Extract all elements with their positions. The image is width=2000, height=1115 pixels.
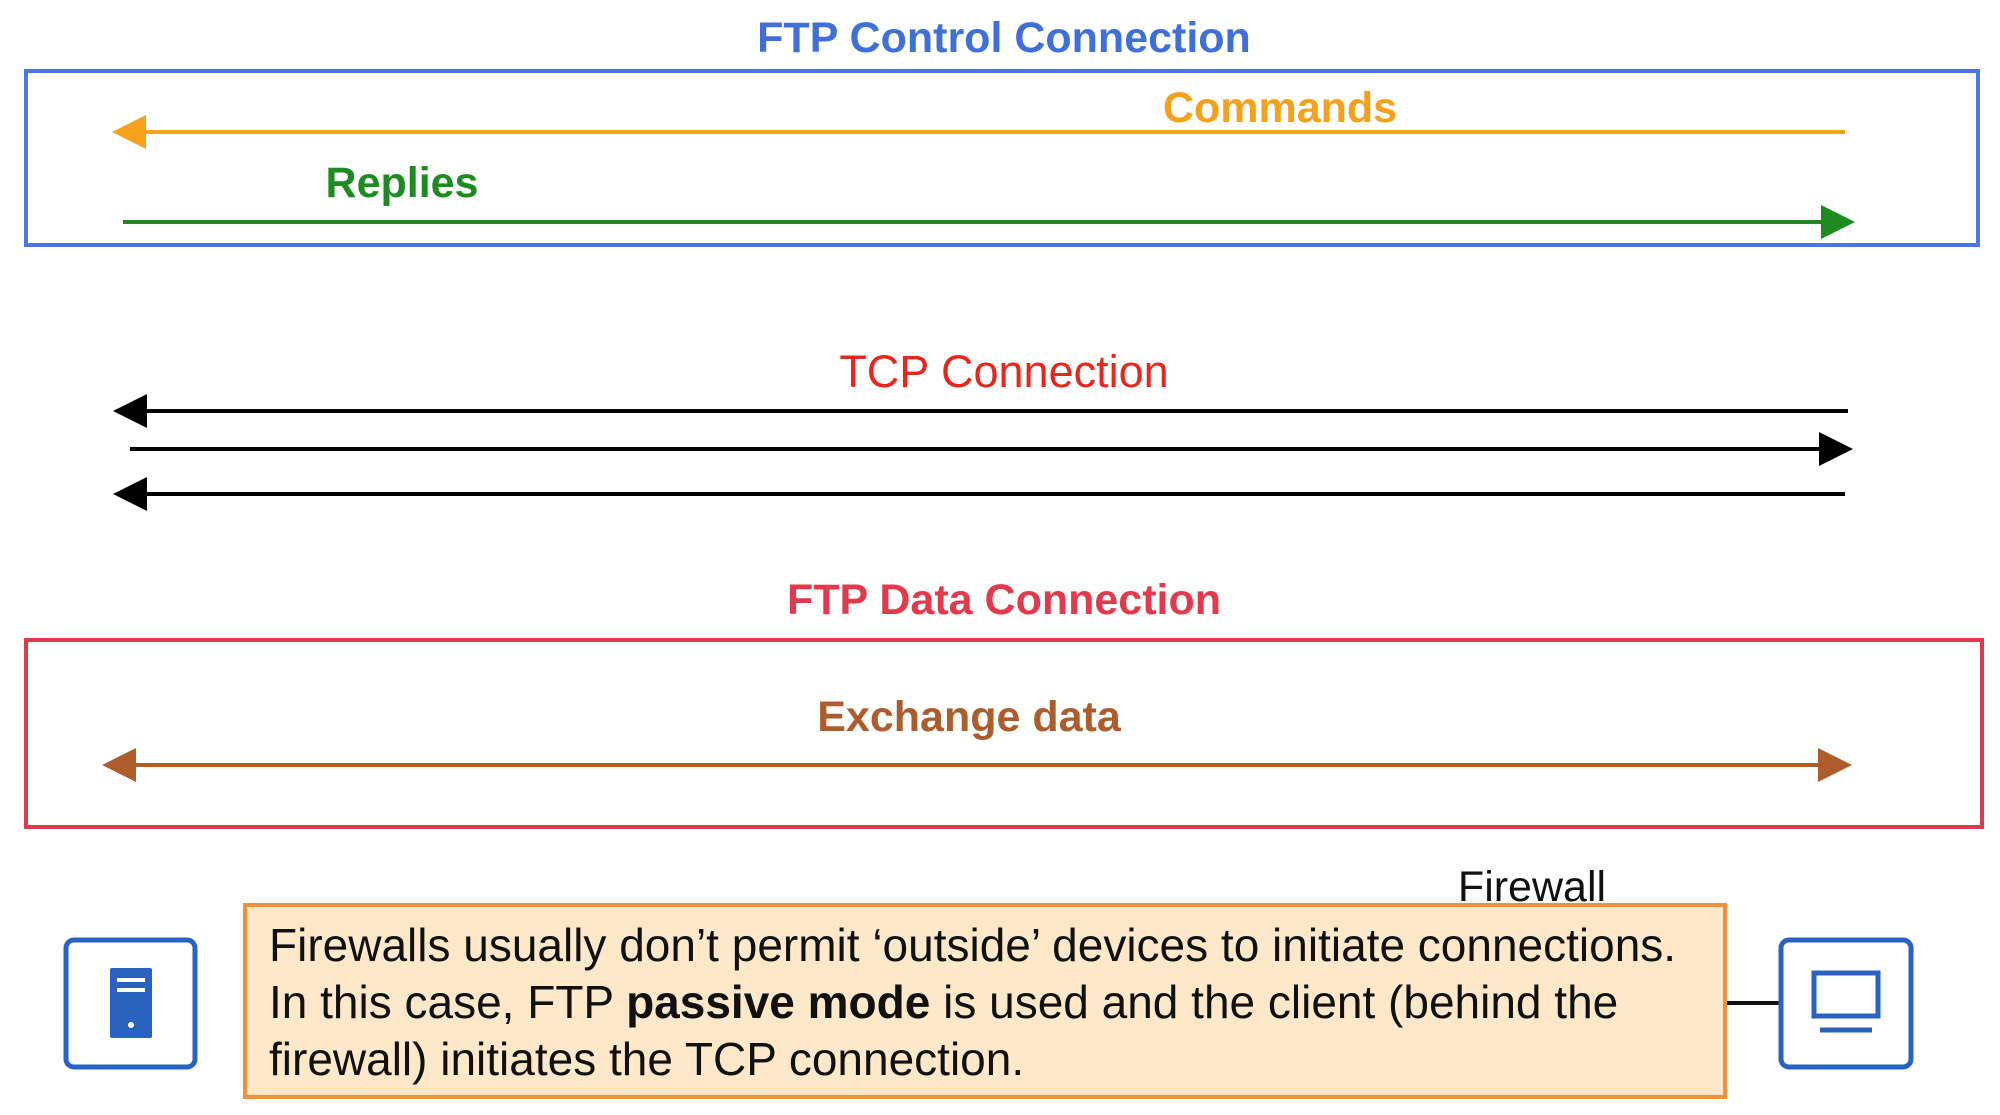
tcp-ack-arrowhead xyxy=(113,477,147,511)
tcp-connection-title: TCP Connection xyxy=(839,346,1168,397)
exchange-arrowhead-right xyxy=(1818,748,1852,782)
commands-label: Commands xyxy=(1163,84,1397,132)
control-connection-box xyxy=(24,69,1980,247)
server-icon xyxy=(110,968,152,1038)
pc-device xyxy=(1778,937,1914,1070)
replies-arrowhead xyxy=(1821,205,1855,239)
note-text-start: Firewalls usually don’t permit ‘outside’… xyxy=(269,919,1677,1028)
note-text-end: is used and the client (behind the firew… xyxy=(269,976,1619,1085)
data-connection-title: FTP Data Connection xyxy=(787,576,1221,624)
pc-icon xyxy=(1811,970,1881,1033)
tcp-syn-arrowhead xyxy=(113,394,147,428)
commands-arrowhead xyxy=(112,115,146,149)
pc-frame xyxy=(1778,937,1914,1070)
server-device xyxy=(63,937,198,1070)
tcp-synack-arrowhead xyxy=(1819,432,1853,466)
replies-label: Replies xyxy=(326,159,479,207)
passive-mode-note: Firewalls usually don’t permit ‘outside’… xyxy=(243,903,1727,1099)
control-connection-title: FTP Control Connection xyxy=(757,14,1251,62)
note-bold-term: passive mode xyxy=(626,976,931,1028)
exchange-data-label: Exchange data xyxy=(817,693,1122,741)
exchange-arrowhead-left xyxy=(102,748,136,782)
data-connection-box xyxy=(24,638,1984,829)
